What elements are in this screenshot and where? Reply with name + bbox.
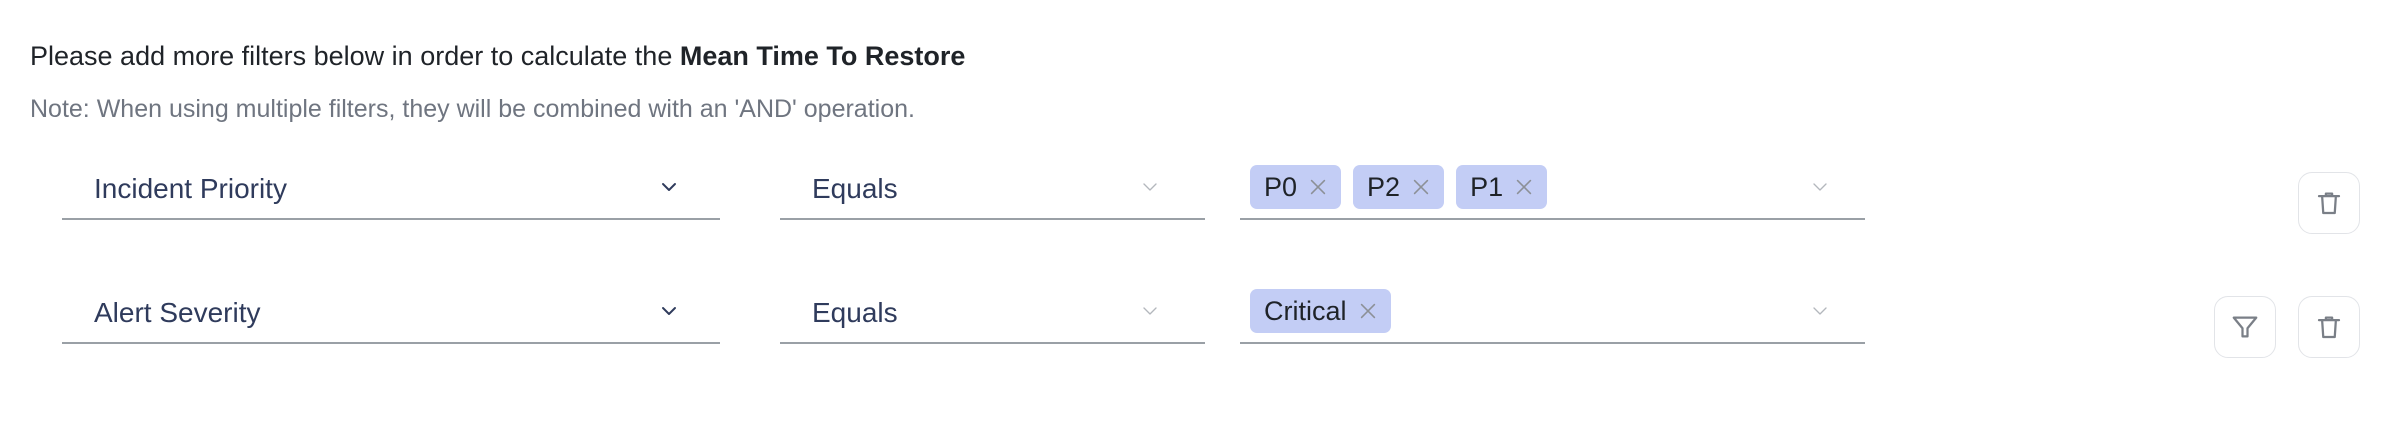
filter-value-chip[interactable]: P2 (1353, 165, 1445, 209)
filter-operator-select[interactable]: Equals (780, 158, 1205, 220)
close-icon[interactable] (1513, 176, 1535, 198)
add-filter-button[interactable] (2214, 296, 2276, 358)
filter-value-chip[interactable]: P1 (1456, 165, 1548, 209)
filter-field-value: Alert Severity (94, 297, 261, 328)
chevron-down-icon (1807, 178, 1833, 196)
filter-operator-value: Equals (812, 173, 898, 204)
chevron-down-icon (656, 302, 682, 320)
page-title-metric: Mean Time To Restore (679, 41, 966, 71)
filter-value-chips: P0 P2 P1 (1250, 165, 1548, 209)
filter-row: Incident Priority Equals P0 P2 P1 (0, 158, 2408, 282)
filter-field-value: Incident Priority (94, 173, 287, 204)
filter-operator-select[interactable]: Equals (780, 282, 1205, 344)
trash-icon (2314, 312, 2344, 342)
delete-filter-button[interactable] (2298, 172, 2360, 234)
filter-field-select[interactable]: Incident Priority (62, 158, 720, 220)
filter-row-actions (2214, 296, 2360, 358)
filter-operator-value: Equals (812, 297, 898, 328)
close-icon[interactable] (1410, 176, 1432, 198)
delete-filter-button[interactable] (2298, 296, 2360, 358)
filter-row: Alert Severity Equals Critical (0, 282, 2408, 406)
filter-note: Note: When using multiple filters, they … (30, 95, 915, 123)
filter-row-actions (2298, 172, 2360, 234)
filter-value-chips: Critical (1250, 289, 1391, 333)
chevron-down-icon (1137, 178, 1163, 196)
filter-value-chip[interactable]: Critical (1250, 289, 1391, 333)
filter-value-chip-label: P0 (1264, 172, 1298, 202)
filter-field-select[interactable]: Alert Severity (62, 282, 720, 344)
chevron-down-icon (656, 178, 682, 196)
filter-value-chip[interactable]: P0 (1250, 165, 1342, 209)
filter-value-chip-label: P2 (1367, 172, 1401, 202)
trash-icon (2314, 188, 2344, 218)
filter-value-chip-label: P1 (1470, 172, 1504, 202)
close-icon[interactable] (1307, 176, 1329, 198)
chevron-down-icon (1137, 302, 1163, 320)
funnel-icon (2230, 312, 2260, 342)
page-title-prefix: Please add more filters below in order t… (30, 41, 680, 71)
filter-value-select[interactable]: P0 P2 P1 (1240, 158, 1865, 220)
chevron-down-icon (1807, 302, 1833, 320)
filter-value-select[interactable]: Critical (1240, 282, 1865, 344)
close-icon[interactable] (1357, 300, 1379, 322)
page-title: Please add more filters below in order t… (30, 40, 965, 72)
filter-value-chip-label: Critical (1264, 296, 1347, 326)
